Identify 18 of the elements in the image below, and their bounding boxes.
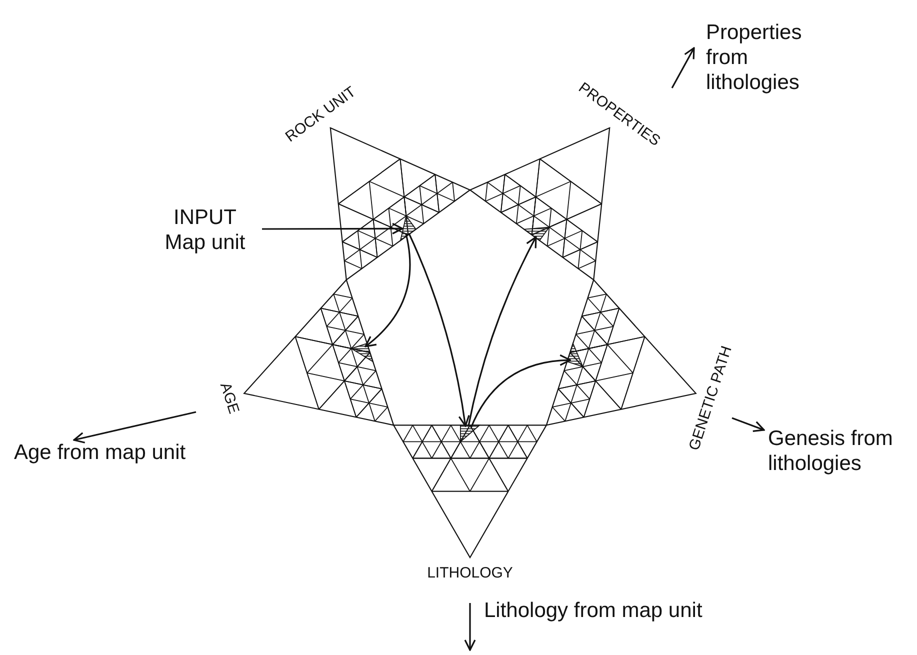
point-label: AGE <box>216 380 242 416</box>
shaded-cell <box>566 342 584 368</box>
shaded-cell <box>350 342 374 363</box>
flow-arrow <box>364 233 411 348</box>
shaded-cell <box>460 424 481 443</box>
output-label: Properties from lithologies <box>706 20 803 96</box>
point-label: LITHOLOGY <box>427 564 513 582</box>
input-label: INPUT Map unit <box>150 205 260 256</box>
flow-arrow <box>468 236 537 426</box>
shaded-cell <box>522 226 550 242</box>
star-point-triangle <box>282 83 472 281</box>
output-label: Age from map unit <box>14 440 187 466</box>
output-label: Lithology from map unit <box>484 598 704 624</box>
output-label: Genesis from lithologies <box>768 426 894 476</box>
flow-arrow <box>408 233 470 427</box>
shaded-cell <box>400 214 417 242</box>
flow-arrow <box>262 222 404 234</box>
flow-arrow <box>470 354 571 428</box>
